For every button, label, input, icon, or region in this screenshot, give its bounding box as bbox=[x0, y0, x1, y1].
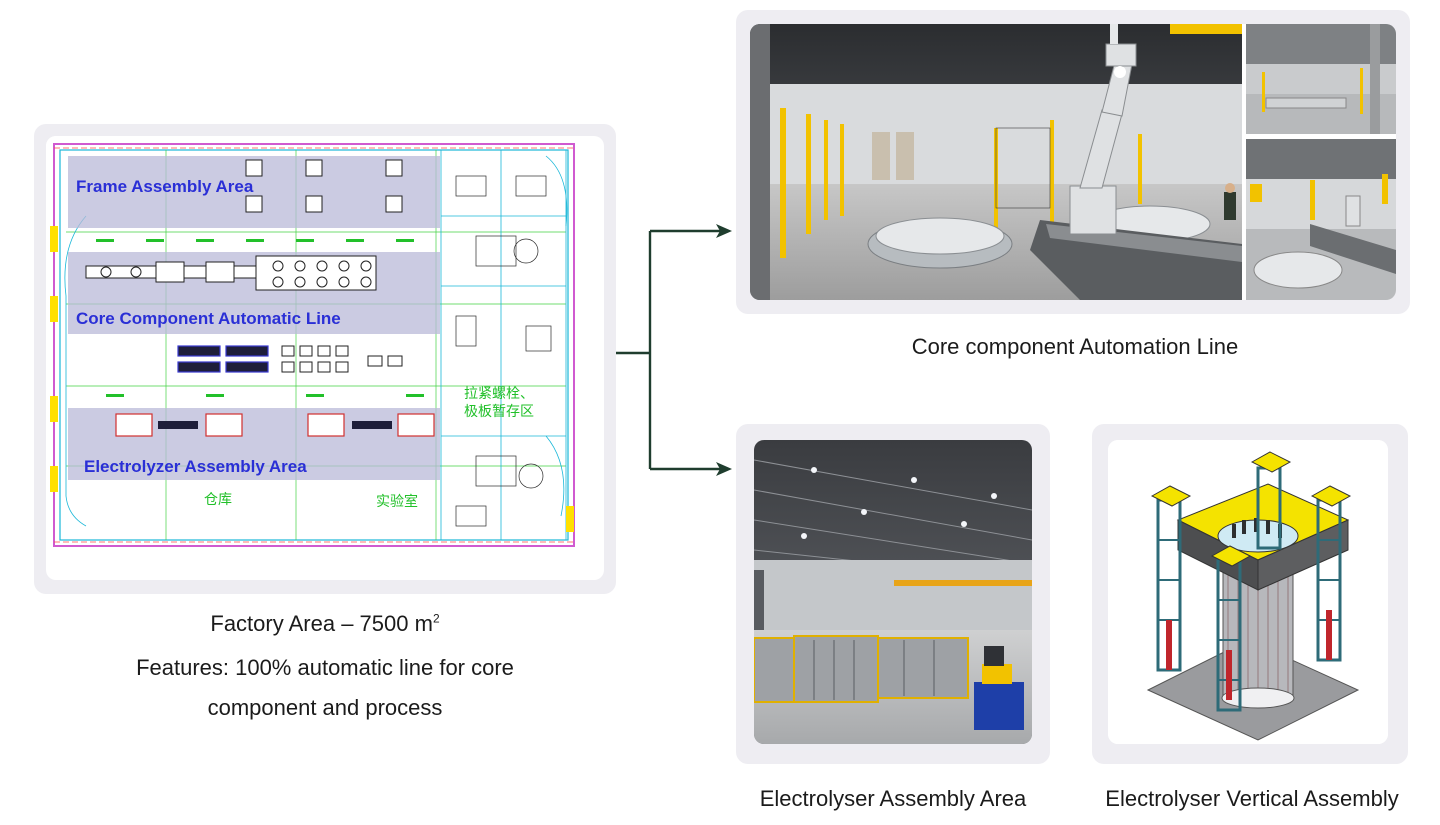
arrow-to-assembly bbox=[716, 462, 732, 476]
bolt-storage-label-line2: 极板暂存区 bbox=[464, 404, 534, 420]
factory-area-text: Factory Area – 7500 m bbox=[210, 611, 433, 636]
warehouse-label: 仓库 bbox=[204, 492, 232, 508]
floor-plan-card: Frame Assembly Area Core Component Autom… bbox=[34, 124, 616, 594]
core-line-caption: Core component Automation Line bbox=[911, 334, 1239, 359]
connector-arrows bbox=[616, 224, 732, 476]
core-line-photo-card bbox=[736, 10, 1410, 314]
frame-assembly-area-label: Frame Assembly Area bbox=[76, 177, 254, 196]
core-line-photo bbox=[750, 24, 1396, 300]
vertical-assembly-render bbox=[1108, 440, 1388, 744]
bolt-storage-label-line1: 拉紧螺栓、 bbox=[464, 386, 534, 402]
features-caption-line1: Features: 100% automatic line for core bbox=[136, 655, 514, 680]
arrow-to-core-line bbox=[716, 224, 732, 238]
core-component-line-label: Core Component Automatic Line bbox=[76, 309, 341, 328]
floor-plan-frame: Frame Assembly Area Core Component Autom… bbox=[46, 136, 604, 580]
factory-area-caption: Factory Area – 7500 m2 bbox=[34, 611, 616, 637]
factory-area-unit-superscript: 2 bbox=[432, 611, 440, 626]
assembly-area-photo-frame bbox=[754, 440, 1032, 744]
assembly-area-photo bbox=[754, 440, 1032, 744]
assembly-area-caption: Electrolyser Assembly Area bbox=[759, 786, 1027, 811]
features-caption-line2: component and process bbox=[207, 695, 443, 720]
vertical-assembly-caption: Electrolyser Vertical Assembly bbox=[1105, 786, 1399, 811]
assembly-area-photo-card bbox=[736, 424, 1050, 764]
electrolyzer-assembly-area-label: Electrolyzer Assembly Area bbox=[84, 457, 307, 476]
vertical-assembly-frame bbox=[1108, 440, 1388, 744]
lab-label: 实验室 bbox=[376, 493, 418, 510]
vertical-assembly-card bbox=[1092, 424, 1408, 764]
core-line-photo-frame bbox=[750, 24, 1396, 300]
factory-floor-plan: Frame Assembly Area Core Component Autom… bbox=[46, 136, 582, 556]
